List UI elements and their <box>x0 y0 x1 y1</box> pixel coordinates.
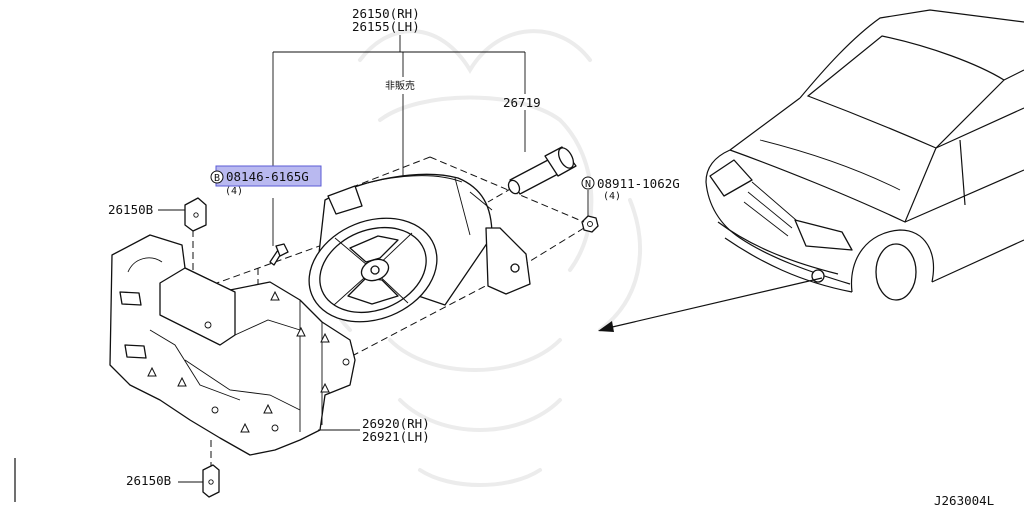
vehicle-drawing <box>705 9 1024 301</box>
bracket-slot <box>124 344 147 359</box>
dashed-line <box>344 156 431 191</box>
bracket-hole <box>271 424 279 432</box>
lamp-lh-part-number[interactable]: 26155(LH) <box>352 19 420 34</box>
dashed-line <box>521 227 585 267</box>
callout-bolt[interactable]: B 08146-6165G (4) <box>210 165 322 197</box>
vehicle-bumper <box>717 221 853 293</box>
bracket-step <box>149 319 301 401</box>
figure-id: J263004L <box>934 493 994 508</box>
bulb-drawing <box>507 146 577 195</box>
vehicle-grille <box>743 181 797 237</box>
vehicle-side <box>904 69 1024 223</box>
bolt-quantity: (4) <box>225 186 243 197</box>
tab-screw <box>510 263 520 273</box>
headlight-right <box>794 219 853 251</box>
vehicle-roof <box>799 9 1024 99</box>
bulb-tip <box>507 179 521 195</box>
lamp-rh-part-number[interactable]: 26150(RH) <box>352 6 420 21</box>
mount-arrow-mark <box>320 382 330 393</box>
hood-crease <box>759 139 901 191</box>
reflector-vane-upper <box>349 235 399 263</box>
watermark-stroke <box>388 338 562 372</box>
dashed-line <box>351 271 513 357</box>
bulb-opening <box>370 265 380 275</box>
reflector-vane-lower <box>347 277 399 305</box>
upper-clip-drawing <box>184 197 207 232</box>
vehicle-windshield <box>806 35 1005 149</box>
mount-arrow-mark <box>270 290 280 301</box>
callout-nut[interactable]: N 08911-1062G (4) <box>581 176 680 202</box>
vehicle-hood <box>729 97 937 223</box>
mount-arrow-mark <box>263 403 273 414</box>
mount-arrow-mark <box>320 332 330 343</box>
lower-clip-drawing <box>202 464 220 498</box>
callout-lamp-assembly[interactable]: 26150(RH) 26155(LH) <box>352 6 420 34</box>
bracket-hook <box>127 257 163 273</box>
bolt-part-number[interactable]: 08146-6165G <box>226 169 309 184</box>
bracket-rh-part-number[interactable]: 26920(RH) <box>362 416 430 431</box>
mount-arrow-mark <box>147 366 157 377</box>
nut-symbol-letter: N <box>585 179 591 190</box>
bracket-hole <box>204 321 212 329</box>
bulb-flange <box>557 147 575 169</box>
bracket-slot <box>119 291 142 306</box>
lower-clip-part-number[interactable]: 26150B <box>126 473 171 488</box>
location-arrow-line <box>607 277 823 329</box>
clip-hole <box>208 479 214 485</box>
bracket-hole <box>211 406 219 414</box>
dashed-line <box>429 156 585 223</box>
watermark-stroke <box>398 398 562 487</box>
nut-drawing <box>581 215 599 233</box>
fog-lamp-drawing <box>308 173 531 323</box>
bolt-head <box>275 243 289 257</box>
nut-symbol-circle <box>581 176 595 190</box>
location-arrow-head <box>598 321 614 332</box>
lamp-top-tab <box>327 185 363 215</box>
bolt-drawing <box>269 243 289 266</box>
headlight-left <box>709 159 753 197</box>
nut-hole <box>587 221 593 227</box>
upper-clip-part-number[interactable]: 26150B <box>108 202 153 217</box>
fog-lamp-location-icon <box>811 269 825 283</box>
vehicle-rocker <box>931 239 1024 283</box>
callout-bracket[interactable]: 26920(RH) 26921(LH) <box>362 416 430 444</box>
lamp-mounting-tab <box>485 227 531 295</box>
dashed-line <box>487 187 513 203</box>
nut-quantity: (4) <box>603 191 621 202</box>
mount-arrow-mark <box>296 326 306 337</box>
vehicle-front <box>705 149 851 285</box>
watermark-stroke <box>358 29 592 74</box>
reflector-vanes <box>333 232 413 306</box>
bolt-symbol-letter: B <box>214 173 220 184</box>
wheel-arch <box>850 229 934 293</box>
mount-arrow-mark <box>177 376 187 387</box>
nut-part-number[interactable]: 08911-1062G <box>597 176 680 191</box>
mount-arrow-mark <box>240 422 250 433</box>
bolt-symbol-circle <box>210 170 224 184</box>
bracket-hole <box>342 358 350 366</box>
front-tire <box>875 243 917 301</box>
bulb-part-number[interactable]: 26719 <box>503 95 541 110</box>
bracket-drawing <box>109 234 356 456</box>
clip-hole <box>193 212 199 218</box>
not-sold-note: 非販売 <box>385 79 415 92</box>
bracket-lh-part-number[interactable]: 26921(LH) <box>362 429 430 444</box>
